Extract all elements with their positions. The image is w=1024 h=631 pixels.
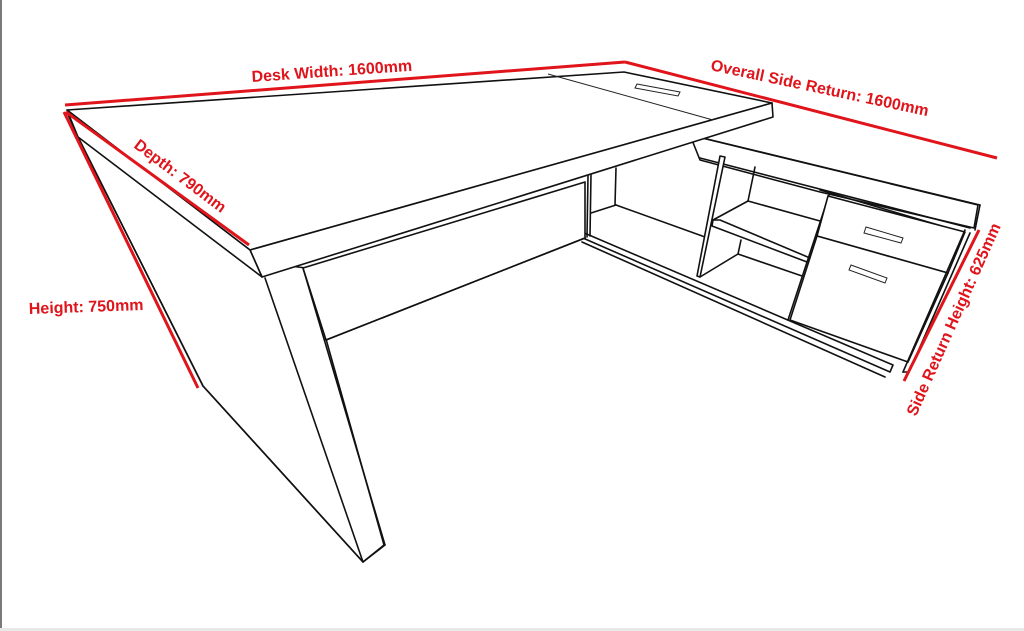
side-return-cabinet bbox=[575, 134, 981, 378]
cabinet-shelf bbox=[711, 219, 811, 263]
drawer-bottom-handle bbox=[848, 264, 888, 284]
height-label: Height: 750mm bbox=[29, 297, 144, 318]
desk-width-dimension-line bbox=[64, 60, 626, 107]
desk-top-left-edge bbox=[66, 109, 263, 278]
depth-dimension-line bbox=[65, 110, 250, 247]
desktop-join-line bbox=[547, 73, 714, 121]
frame-border-left bbox=[0, 0, 2, 631]
desk-body bbox=[66, 71, 774, 563]
frame-border-bottom bbox=[0, 628, 1024, 631]
overall-side-return-dimension-line bbox=[624, 60, 998, 160]
cable-grommet bbox=[634, 83, 681, 97]
desk-width-label: Desk Width: 1600mm bbox=[251, 58, 413, 86]
height-dimension-line bbox=[62, 111, 200, 389]
side-return-height-dimension-line bbox=[902, 229, 981, 382]
dimension-annotations bbox=[62, 60, 998, 389]
drawer-top-handle bbox=[863, 226, 904, 244]
